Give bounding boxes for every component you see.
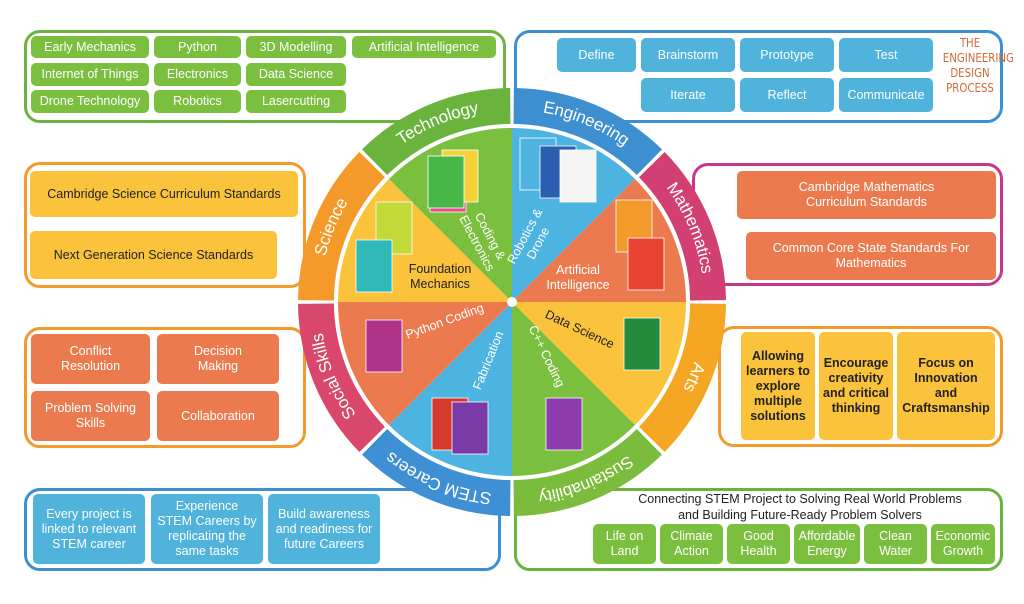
design-step: Reflect <box>740 78 834 112</box>
sector-label: Artificial <box>556 263 600 277</box>
career-item: Experience STEM Careers by replicating t… <box>151 494 263 564</box>
tech-item: Early Mechanics <box>31 36 149 58</box>
social-skill: Conflict Resolution <box>31 334 150 384</box>
sdg-item: Economic Growth <box>931 524 995 564</box>
science-standard: Next Generation Science Standards <box>30 231 277 279</box>
design-step: Define <box>557 38 636 72</box>
career-item: Every project is linked to relevant STEM… <box>33 494 145 564</box>
tech-item: Robotics <box>154 90 241 113</box>
social-skill: Problem Solving Skills <box>31 391 150 441</box>
tech-item: Electronics <box>154 63 241 86</box>
design-step: Iterate <box>641 78 735 112</box>
book-cover-image <box>451 401 489 455</box>
sector-c-coding <box>512 302 636 476</box>
math-standard: Cambridge Mathematics Curriculum Standar… <box>737 171 996 219</box>
sdg-item: Good Health <box>727 524 790 564</box>
engineering-design-process-title: THE ENGINEERING DESIGN PROCESS <box>942 36 1014 95</box>
sdg-item: Affordable Energy <box>794 524 860 564</box>
ring-segment-arts <box>638 303 726 452</box>
ring-segment-mathematics <box>638 152 726 301</box>
ring-segment-science <box>298 152 386 301</box>
design-step: Brainstorm <box>641 38 735 72</box>
sector-coding-electronics <box>388 128 512 302</box>
tech-item: Internet of Things <box>31 63 149 86</box>
tech-item: Data Science <box>246 63 346 86</box>
sustainability-title: Connecting STEM Project to Solving Real … <box>638 492 962 522</box>
design-step: Communicate <box>839 78 933 112</box>
science-standard: Cambridge Science Curriculum Standards <box>30 171 298 217</box>
design-step: Test <box>839 38 933 72</box>
sdg-item: Clean Water <box>864 524 927 564</box>
tech-item: Artificial Intelligence <box>352 36 496 58</box>
book-cover-image <box>623 317 661 371</box>
social-skill: Collaboration <box>157 391 279 441</box>
tech-item: Drone Technology <box>31 90 149 113</box>
design-step: Prototype <box>740 38 834 72</box>
sector-label: Mechanics <box>410 277 470 291</box>
tech-item: Python <box>154 36 241 58</box>
book-cover-image <box>627 237 665 291</box>
sdg-item: Life on Land <box>593 524 656 564</box>
arts-item: Allowing learners to explore multiple so… <box>741 332 815 440</box>
book-cover-image <box>545 397 583 451</box>
book-cover-image <box>559 149 597 203</box>
ring-segment-social-skills <box>298 303 386 452</box>
math-standard: Common Core State Standards For Mathemat… <box>746 232 996 280</box>
arts-item: Focus on Innovation and Craftsmanship <box>897 332 995 440</box>
ring-segment-engineering <box>513 88 662 176</box>
career-item: Build awareness and readiness for future… <box>268 494 380 564</box>
book-cover-image <box>365 319 403 373</box>
wheel-center-dot <box>507 297 517 307</box>
ring-segment-technology <box>362 88 511 176</box>
social-skill: Decision Making <box>157 334 279 384</box>
sector-label: Intelligence <box>546 278 609 292</box>
arts-item: Encourage creativity and critical thinki… <box>819 332 893 440</box>
sdg-item: Climate Action <box>660 524 723 564</box>
ring-segment-sustainability <box>513 428 662 516</box>
tech-item: Lasercutting <box>246 90 346 113</box>
ring-segment-stem-careers <box>362 428 511 516</box>
tech-item: 3D Modelling <box>246 36 346 58</box>
sector-label: Foundation <box>409 262 472 276</box>
book-cover-image <box>355 239 393 293</box>
book-cover-image <box>427 155 465 209</box>
